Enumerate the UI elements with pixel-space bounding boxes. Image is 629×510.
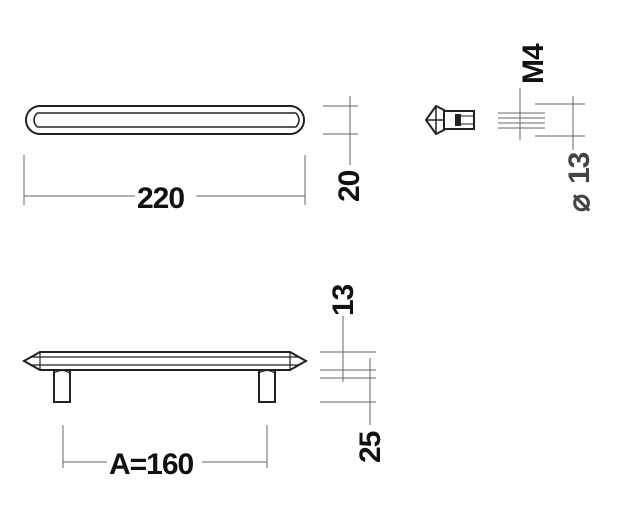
height-dimension: 20: [323, 96, 366, 202]
bar-thickness-label: 13: [327, 284, 360, 316]
side-view-handle: [21, 351, 309, 403]
top-view-handle: [25, 105, 305, 135]
thread-label: M4: [517, 43, 550, 84]
length-dimension: 220: [23, 155, 306, 215]
length-label: 220: [137, 182, 184, 215]
diameter-symbol-icon: ⌀: [563, 194, 596, 212]
hole-spacing-label: A=160: [109, 448, 194, 481]
diameter-label: 13: [563, 152, 596, 184]
bar-thickness-dimension: 13: [320, 284, 376, 382]
leg-height-dimension: 25: [320, 358, 387, 463]
leg-height-label: 25: [354, 431, 387, 463]
thread-dimension: M4 13 ⌀: [498, 43, 596, 212]
hole-spacing-dimension: A=160: [62, 425, 268, 481]
height-label: 20: [333, 170, 366, 202]
screw-drawing: [424, 104, 475, 136]
